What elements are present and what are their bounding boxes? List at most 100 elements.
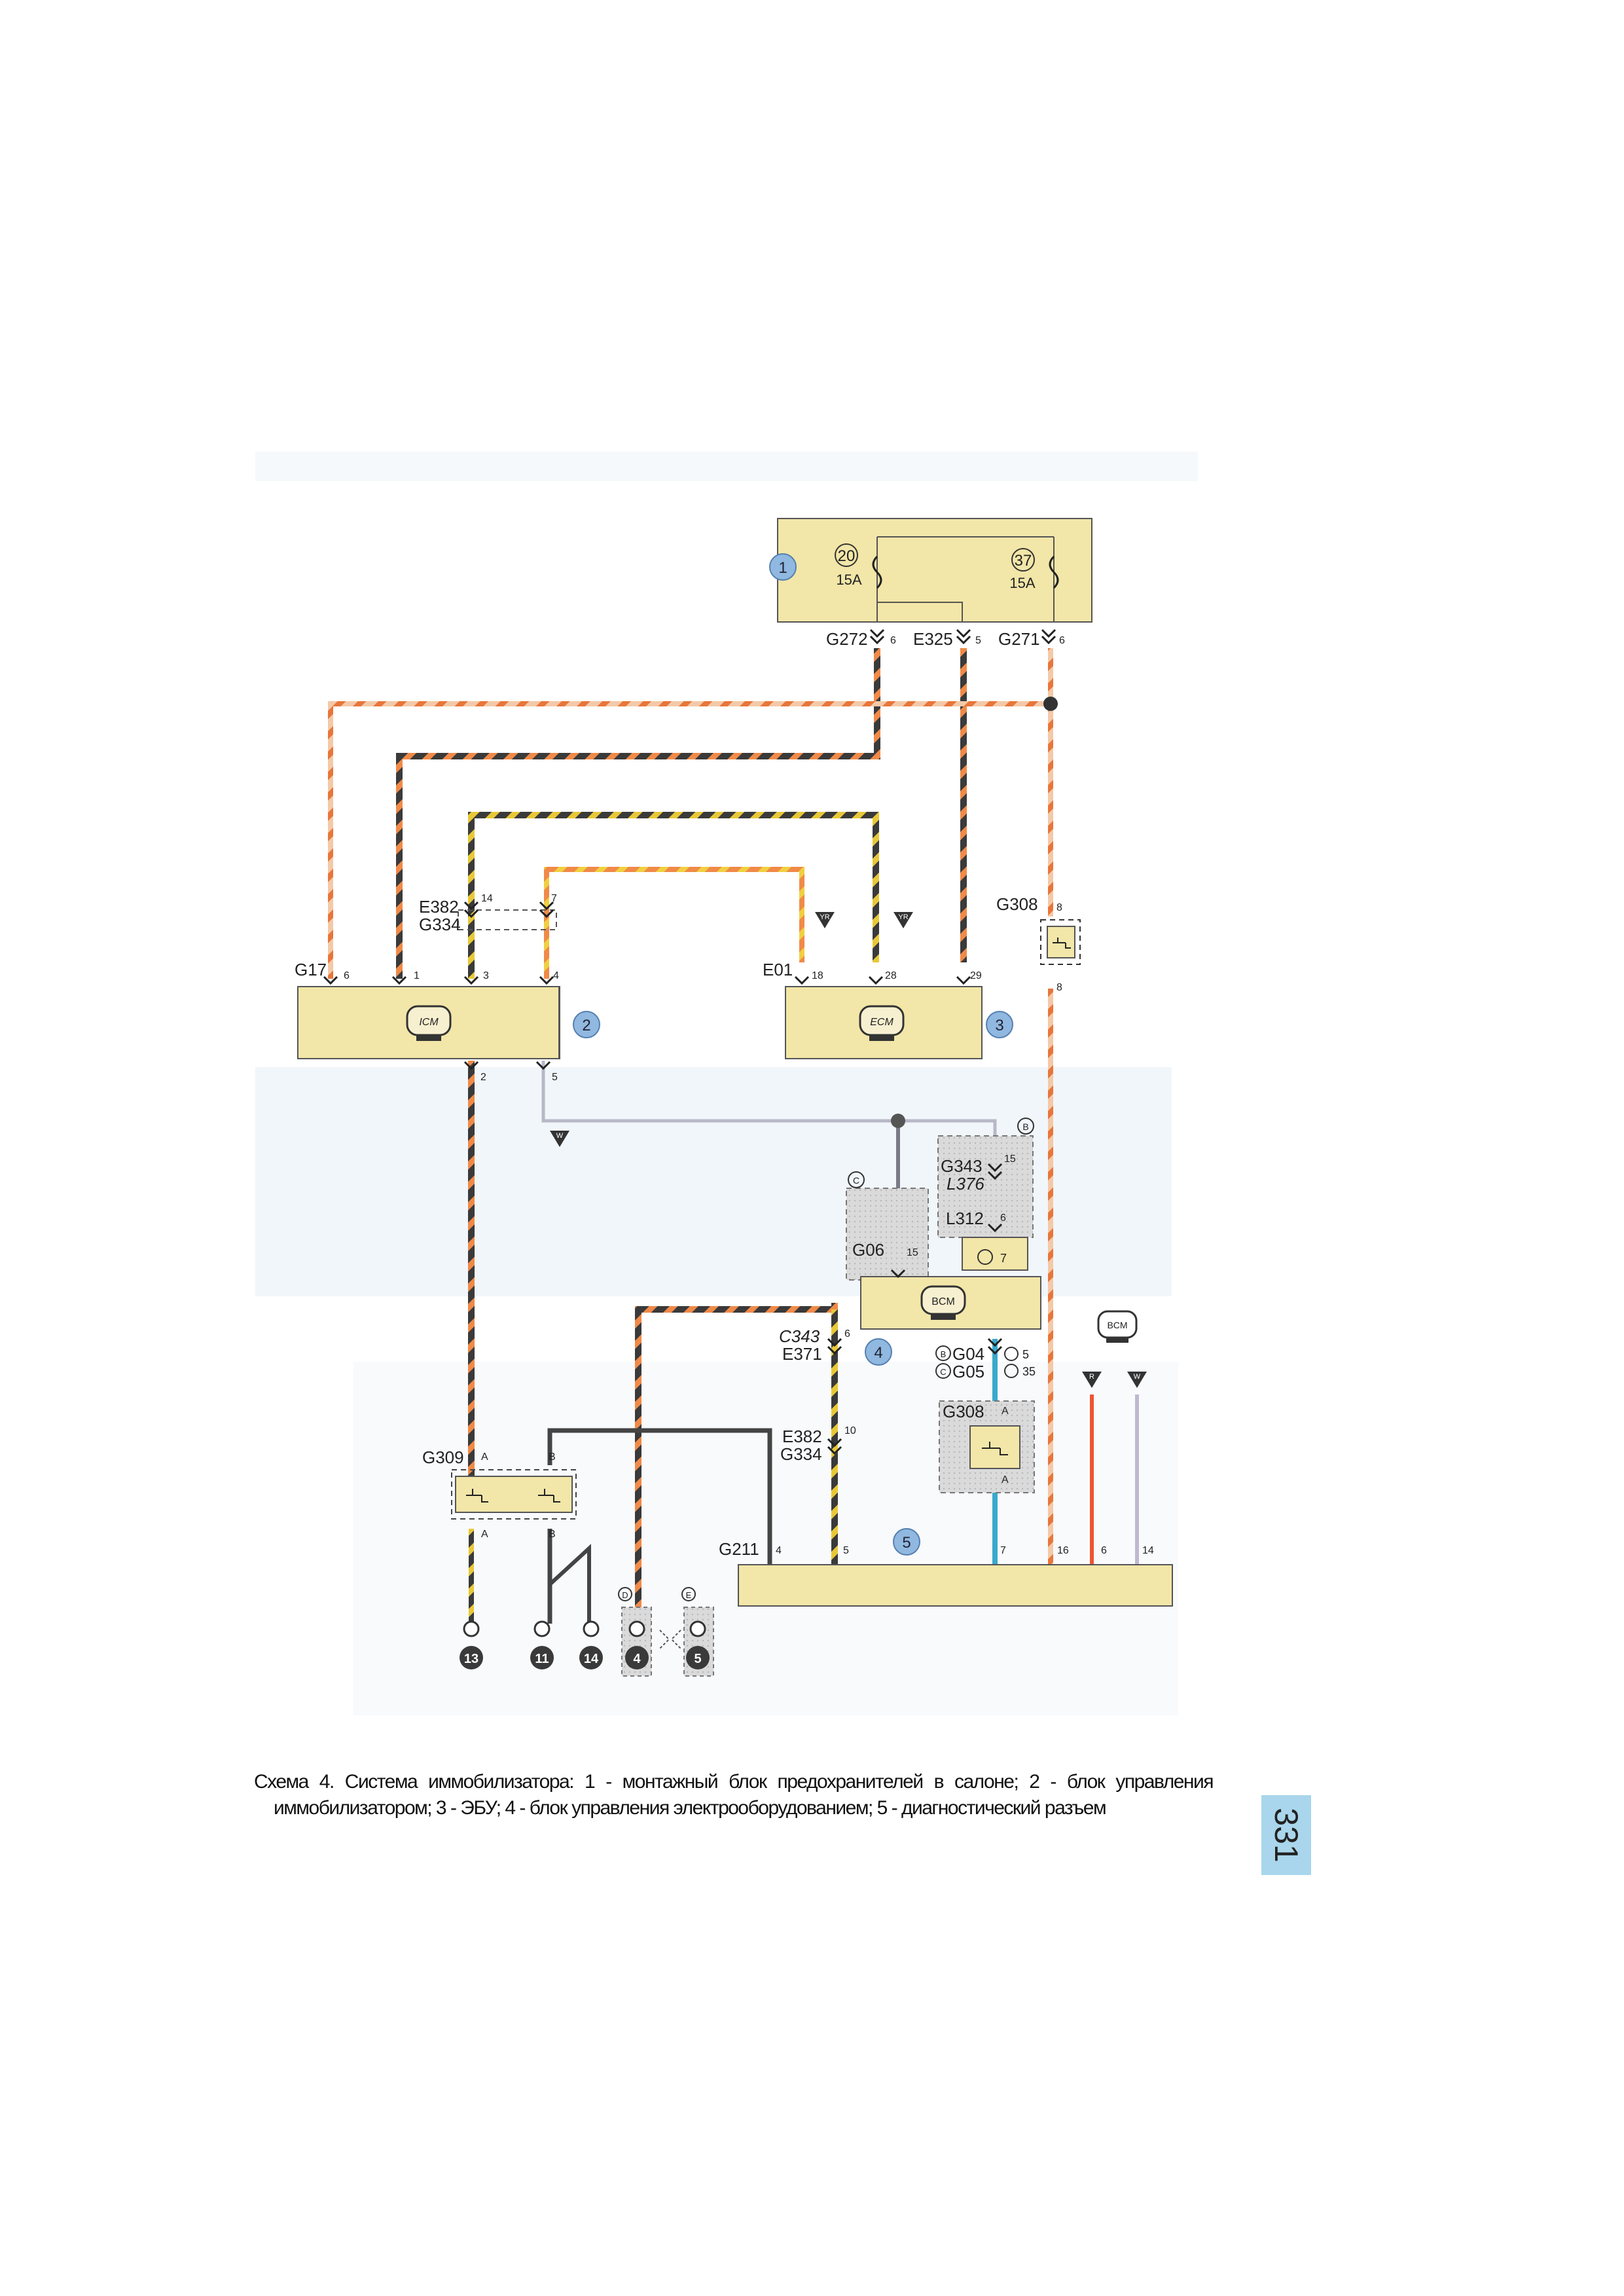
connector-e382-label: E382 bbox=[419, 897, 459, 917]
c343-pin-6: 6 bbox=[844, 1328, 850, 1339]
connector-g309-label: G309 bbox=[422, 1448, 464, 1467]
bcm-marker bbox=[865, 1338, 892, 1366]
connector-g272-pin: 6 bbox=[890, 635, 896, 646]
connector-g308-label: G308 bbox=[996, 894, 1038, 914]
g211-pin-16: 16 bbox=[1057, 1545, 1069, 1556]
fuse-37-rating: 15A bbox=[1009, 575, 1035, 591]
connector-chevrons-top bbox=[869, 629, 1056, 645]
connector-g308-mid: G308 A A bbox=[939, 1400, 1035, 1493]
variant-c-mark: C bbox=[853, 1175, 859, 1186]
caption-line-2: иммобилизатором; 3 - ЭБУ; 4 - блок управ… bbox=[274, 1797, 1107, 1819]
relay-contact-icon-2 bbox=[982, 1442, 1008, 1455]
g309-relay-contact-b bbox=[538, 1489, 560, 1503]
page-number: 331 bbox=[1268, 1808, 1305, 1863]
wire-tag-w: W bbox=[556, 1132, 564, 1140]
wire-tag-w-2: W bbox=[1134, 1373, 1141, 1381]
diagnostic-connector: G211 4 5 7 16 6 14 5 bbox=[719, 1528, 1173, 1607]
connector-e325-pin: 5 bbox=[975, 635, 981, 646]
ecm-module: E01 18 28 29 ECM 3 bbox=[763, 960, 1013, 1059]
ecm-number: 3 bbox=[995, 1017, 1003, 1034]
connector-g334-label: G334 bbox=[419, 915, 461, 934]
variant-c-mark-ring bbox=[848, 1171, 865, 1188]
variant-e-mark: E bbox=[686, 1590, 692, 1600]
connector-e382-low-label: E382 bbox=[782, 1427, 822, 1446]
connector-g271-label: G271 bbox=[998, 629, 1040, 649]
fuse-20-number: 20 bbox=[838, 547, 856, 565]
connector-g05-label: G05 bbox=[952, 1362, 984, 1381]
fuse-20-rating: 15A bbox=[836, 572, 861, 588]
l312-pin-6: 6 bbox=[1000, 1212, 1006, 1224]
ecm-label: ECM bbox=[870, 1017, 893, 1028]
connector-e382-top: E382 G334 14 7 bbox=[419, 893, 557, 934]
bcm-number: 4 bbox=[874, 1344, 882, 1362]
connector-e382-pin-b: 7 bbox=[551, 893, 557, 904]
splice-point-top bbox=[1043, 697, 1058, 711]
variant-d-mark-ring bbox=[618, 1587, 632, 1601]
connector-e01-label: E01 bbox=[763, 960, 793, 979]
diag-number: 5 bbox=[902, 1534, 911, 1552]
g17-pin-6: 6 bbox=[344, 970, 350, 981]
ground-5: 5 bbox=[694, 1652, 701, 1666]
variant-b-mark-ring bbox=[1017, 1118, 1034, 1135]
bcm-connector-icon bbox=[920, 1285, 966, 1320]
ground-14-icon bbox=[579, 1646, 603, 1669]
diag-marker bbox=[893, 1528, 920, 1556]
bcm-module: G343 L376 15 L312 6 7 G06 15 B C BCM 4 bbox=[846, 1118, 1041, 1366]
g05-variant-mark-ring bbox=[935, 1363, 951, 1379]
e01-pin-28: 28 bbox=[885, 970, 897, 981]
g309-pin-b-top: B bbox=[549, 1451, 556, 1463]
g308-mid-pin-top: A bbox=[1001, 1406, 1009, 1417]
g05-variant-mark: C bbox=[940, 1367, 946, 1377]
g309-relay-contact-a bbox=[466, 1489, 488, 1503]
connector-c343-label: C343 bbox=[779, 1326, 820, 1346]
icm-pin-5: 5 bbox=[552, 1072, 558, 1083]
connector-g06-label: G06 bbox=[852, 1240, 884, 1260]
g211-pin-14: 14 bbox=[1142, 1545, 1154, 1556]
connector-g17-label: G17 bbox=[295, 960, 327, 979]
connector-g309: G309 A B A B bbox=[422, 1448, 577, 1540]
connector-g343-label: G343 bbox=[941, 1156, 983, 1176]
variant-b-mark: B bbox=[1022, 1121, 1028, 1132]
g06-pin-15: 15 bbox=[907, 1247, 918, 1258]
g211-pin-5: 5 bbox=[843, 1545, 849, 1556]
page-number-tab: 331 bbox=[1261, 1795, 1311, 1875]
ground-11: 11 bbox=[535, 1652, 549, 1666]
icm-number: 2 bbox=[582, 1017, 590, 1034]
g309-pin-a-top: A bbox=[481, 1451, 488, 1463]
connector-g04-label: G04 bbox=[952, 1344, 984, 1364]
g17-pin-1: 1 bbox=[414, 970, 420, 981]
bcm-reference-label: BCM bbox=[1107, 1320, 1127, 1330]
g04-pin-mark-b bbox=[1004, 1347, 1019, 1361]
l312-pin-7: 7 bbox=[1000, 1252, 1007, 1265]
fuse-box-number: 1 bbox=[778, 559, 787, 577]
ecm-connector-icon bbox=[859, 1005, 905, 1041]
g05-pin-mark-c bbox=[1004, 1364, 1019, 1378]
g309-pin-b-bottom: B bbox=[549, 1529, 556, 1540]
figure-caption: Схема 4. Система иммобилизатора: 1 - мон… bbox=[254, 1769, 1214, 1821]
g211-pin-7: 7 bbox=[1000, 1545, 1006, 1556]
g17-pin-3: 3 bbox=[483, 970, 489, 981]
g309-pin-a-bottom: A bbox=[481, 1529, 488, 1540]
g343-pin-15: 15 bbox=[1004, 1154, 1016, 1165]
fuse-37-icon bbox=[1049, 555, 1059, 589]
ground-14: 14 bbox=[584, 1652, 599, 1666]
ground-5-icon bbox=[686, 1646, 710, 1669]
connector-c343-e371: C343 E371 6 bbox=[779, 1326, 850, 1364]
g04-variant-mark: B bbox=[941, 1349, 947, 1359]
fuse-20-number-ring bbox=[835, 543, 858, 567]
connector-e325-label: E325 bbox=[913, 629, 953, 649]
fuse-box-marker bbox=[769, 553, 797, 581]
bcm-label: BCM bbox=[931, 1296, 955, 1307]
fuse-20-icon bbox=[872, 555, 882, 589]
caption-line-1: Схема 4. Система иммобилизатора: 1 - мон… bbox=[254, 1771, 1214, 1793]
ground-13: 13 bbox=[464, 1652, 478, 1666]
ground-4: 4 bbox=[633, 1652, 641, 1666]
g05-pin-35: 35 bbox=[1022, 1365, 1036, 1378]
icm-connector-icon bbox=[406, 1005, 452, 1041]
icm-pin-2: 2 bbox=[480, 1072, 486, 1083]
e382-low-pin-10: 10 bbox=[844, 1425, 856, 1436]
connector-l312-label: L312 bbox=[946, 1209, 984, 1228]
g211-pin-4: 4 bbox=[776, 1545, 782, 1556]
ground-13-icon bbox=[460, 1646, 483, 1669]
